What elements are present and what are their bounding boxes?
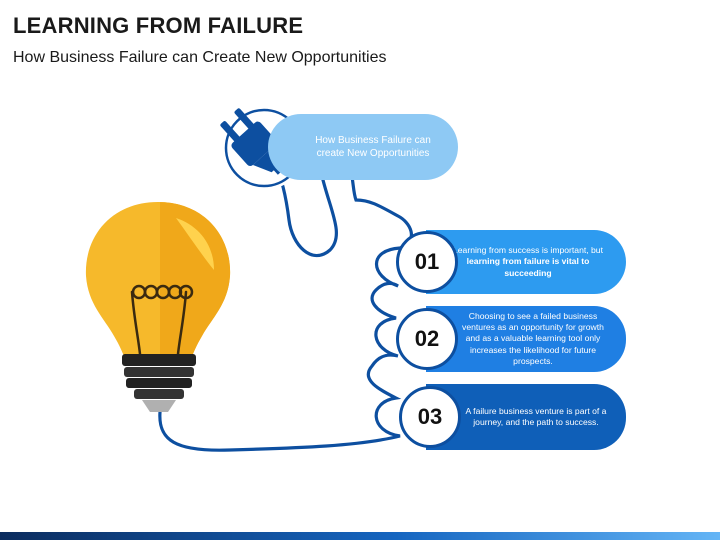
light-bulb-icon — [85, 202, 231, 412]
footer-bar — [0, 532, 720, 540]
step-1-number: 01 — [396, 231, 458, 293]
page-title: LEARNING FROM FAILURE — [13, 13, 304, 38]
step-2-text: Choosing to see a failed business ventur… — [426, 306, 626, 372]
step-3-number: 03 — [399, 386, 461, 448]
cable — [158, 150, 413, 452]
plug-label-pill: How Business Failure can create New Oppo… — [268, 114, 458, 180]
step-2-number: 02 — [396, 308, 458, 370]
step-1-text: Learning from success is important, but … — [426, 230, 626, 294]
page-subtitle: How Business Failure can Create New Oppo… — [13, 49, 387, 66]
